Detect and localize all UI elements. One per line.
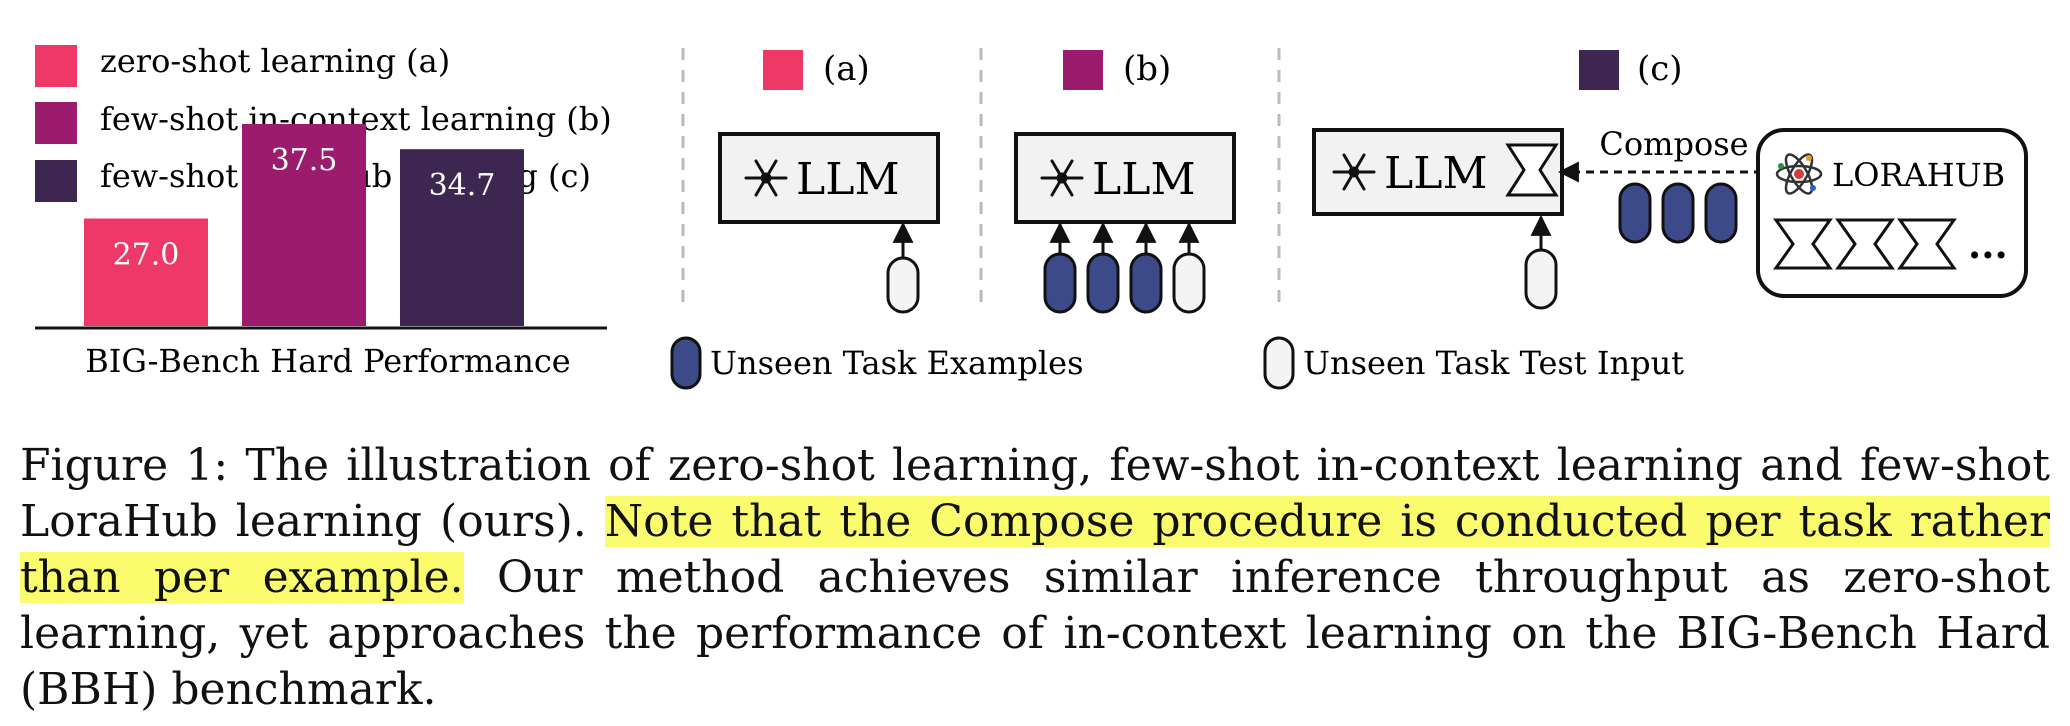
llm-label-c: LLM xyxy=(1384,148,1488,199)
panel-c-label: (c) xyxy=(1637,49,1683,89)
key: Unseen Task Examples Unseen Task Test In… xyxy=(670,336,1684,390)
test-input-pill-c xyxy=(1524,248,1558,310)
example-pill xyxy=(1704,182,1738,244)
example-pill xyxy=(1129,252,1163,314)
panel-a: (a) LLM xyxy=(718,49,940,314)
bar-0 xyxy=(84,218,208,326)
figure: zero-shot learning (a) few-shot in-conte… xyxy=(35,42,2028,390)
snowflake-icon xyxy=(744,159,788,197)
panel-a-swatch xyxy=(763,50,803,90)
bar-2 xyxy=(400,149,524,326)
test-input-pill-a xyxy=(886,256,920,314)
snowflake-icon xyxy=(1040,159,1084,197)
chart-xlabel: BIG-Bench Hard Performance xyxy=(85,342,570,380)
bar-value-label-2: 34.7 xyxy=(429,168,496,203)
panel-c: (c) LLM Compose LORAHUB ... xyxy=(1312,49,2028,310)
panel-b: (b) LLM xyxy=(1014,49,1236,314)
atom-icon xyxy=(1775,153,1823,195)
snowflake-icon xyxy=(1332,153,1376,191)
test-input-pill-key xyxy=(1263,336,1295,390)
legend-swatch-c xyxy=(35,160,77,202)
legend-label-a: zero-shot learning (a) xyxy=(100,42,450,80)
example-pill xyxy=(1043,252,1077,314)
example-pill xyxy=(1618,182,1652,244)
bar-1 xyxy=(242,124,366,326)
panel-b-swatch xyxy=(1063,50,1103,90)
panel-a-label: (a) xyxy=(823,49,870,89)
legend-swatch-a xyxy=(35,45,77,87)
lorahub-ellipsis: ... xyxy=(1968,222,2008,267)
lorahub-title: LORAHUB xyxy=(1832,156,2005,194)
bar-chart: 27.0 37.5 34.7 xyxy=(84,124,524,326)
key-test-input-label: Unseen Task Test Input xyxy=(1303,344,1684,382)
lorahub-box xyxy=(1756,128,2028,298)
lora-module-icon xyxy=(1897,218,1957,270)
example-pill xyxy=(1661,182,1695,244)
figure-caption: Figure 1: The illustration of zero-shot … xyxy=(20,438,2050,718)
panel-c-swatch xyxy=(1579,50,1619,90)
bar-value-label-1: 37.5 xyxy=(271,143,338,178)
lora-module-icon xyxy=(1835,218,1895,270)
test-input-pill-b xyxy=(1172,252,1206,314)
lora-module-icon xyxy=(1505,143,1559,197)
bar-value-label-0: 27.0 xyxy=(113,238,180,273)
llm-label-a: LLM xyxy=(796,154,900,205)
llm-label-b: LLM xyxy=(1092,154,1196,205)
lora-module-icon xyxy=(1773,218,1833,270)
compose-label: Compose xyxy=(1599,125,1748,163)
caption-part-2: Our method achieves similar inference th… xyxy=(20,552,2050,715)
figure-svg: zero-shot learning (a) few-shot in-conte… xyxy=(35,42,2028,390)
example-pill-key xyxy=(670,336,702,390)
key-examples-label: Unseen Task Examples xyxy=(710,344,1083,382)
legend-swatch-b xyxy=(35,102,77,144)
panel-b-label: (b) xyxy=(1123,49,1171,89)
example-pill xyxy=(1086,252,1120,314)
caption-part-1: Figure 1: The illustration of zero-shot … xyxy=(20,440,2050,547)
